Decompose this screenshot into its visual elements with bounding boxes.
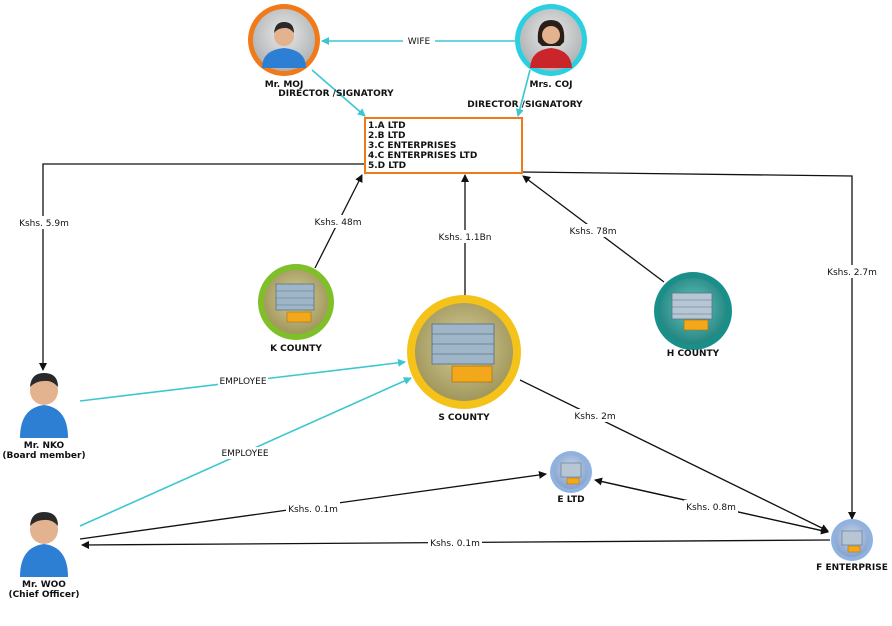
node-role-mr-moj: DIRECTOR /SIGNATORY [278, 89, 394, 99]
edge-woo-employee: EMPLOYEE [79, 377, 412, 527]
edge-h-county-to-companies: Kshs. 78m [522, 175, 665, 283]
edge-coj-to-companies [515, 69, 531, 117]
node-mr-woo[interactable]: Mr. WOO (Chief Officer) [8, 512, 80, 600]
edge-label-k: Kshs. 48m [315, 218, 362, 228]
edge-s-county-to-f: Kshs. 2m [519, 379, 829, 532]
edge-companies-to-nko: Kshs. 5.9m [18, 163, 365, 371]
female-person-icon [530, 20, 572, 68]
node-s-county[interactable]: S COUNTY [407, 295, 521, 423]
edge-k-county-to-companies: Kshs. 48m [313, 174, 363, 269]
edge-label-f-e: Kshs. 0.8m [686, 503, 736, 513]
edge-label-woo-employee: EMPLOYEE [221, 449, 268, 459]
building-icon [671, 292, 713, 331]
edge-label-s: Kshs. 1.1Bn [439, 233, 492, 243]
node-mr-moj[interactable]: Mr. MOJ DIRECTOR /SIGNATORY [248, 4, 394, 99]
node-role-mr-nko: (Board member) [2, 451, 85, 461]
edge-moj-to-companies [311, 69, 366, 117]
node-label-mr-moj: Mr. MOJ [265, 80, 304, 90]
companies-box[interactable]: 1.A LTD 2.B LTD 3.C ENTERPRISES 4.C ENTE… [364, 117, 523, 174]
node-f-enterprise[interactable]: F ENTERPRISE [816, 519, 888, 573]
male-person-icon [20, 373, 68, 438]
edge-label-wife: WIFE [408, 37, 431, 47]
node-k-county[interactable]: K COUNTY [258, 264, 334, 354]
edge-label-nko-employee: EMPLOYEE [219, 377, 266, 387]
edge-label-box-f: Kshs. 2.7m [827, 268, 877, 278]
building-icon [560, 462, 582, 485]
node-mrs-coj[interactable]: Mrs. COJ DIRECTOR /SIGNATORY [467, 4, 587, 110]
edge-nko-employee: EMPLOYEE [79, 358, 406, 402]
edge-label-s-f: Kshs. 2m [574, 412, 615, 422]
building-icon [841, 530, 863, 553]
edge-f-to-woo: Kshs. 0.1m [81, 536, 831, 549]
male-person-icon [262, 22, 306, 68]
edge-s-county-to-companies: Kshs. 1.1Bn [436, 174, 494, 298]
company-item: 3.C ENTERPRISES [368, 141, 456, 151]
edge-label-h: Kshs. 78m [570, 227, 617, 237]
node-h-county[interactable]: H COUNTY [654, 272, 732, 359]
node-label-e-ltd: E LTD [557, 495, 584, 505]
edge-label-woo-e: Kshs. 0.1m [288, 505, 338, 515]
node-label-mr-nko: Mr. NKO [24, 441, 65, 451]
node-label-mr-woo: Mr. WOO [22, 580, 66, 590]
node-label-k-county: K COUNTY [270, 344, 322, 354]
edge-companies-to-f-enterprise: Kshs. 2.7m [521, 171, 878, 520]
node-label-mrs-coj: Mrs. COJ [530, 80, 573, 90]
edge-wife: WIFE [321, 35, 515, 47]
building-icon [275, 283, 315, 323]
node-role-mr-woo: (Chief Officer) [8, 590, 79, 600]
male-person-icon [20, 512, 68, 577]
node-mr-nko[interactable]: Mr. NKO (Board member) [2, 373, 86, 461]
building-icon [431, 323, 495, 383]
company-item: 5.D LTD [368, 161, 406, 171]
node-role-mrs-coj: DIRECTOR /SIGNATORY [467, 100, 583, 110]
company-item: 2.B LTD [368, 131, 406, 141]
node-label-s-county: S COUNTY [438, 413, 490, 423]
node-label-f-enterprise: F ENTERPRISE [816, 563, 888, 573]
node-label-h-county: H COUNTY [667, 349, 720, 359]
edge-woo-to-e-ltd: Kshs. 0.1m [79, 471, 547, 540]
edge-f-e-ltd: Kshs. 0.8m [594, 477, 829, 535]
edge-label-box-nko: Kshs. 5.9m [19, 219, 69, 229]
edge-label-f-woo: Kshs. 0.1m [430, 539, 480, 549]
company-item: 4.C ENTERPRISES LTD [368, 151, 477, 161]
company-item: 1.A LTD [368, 121, 406, 131]
node-e-ltd[interactable]: E LTD [550, 451, 592, 505]
